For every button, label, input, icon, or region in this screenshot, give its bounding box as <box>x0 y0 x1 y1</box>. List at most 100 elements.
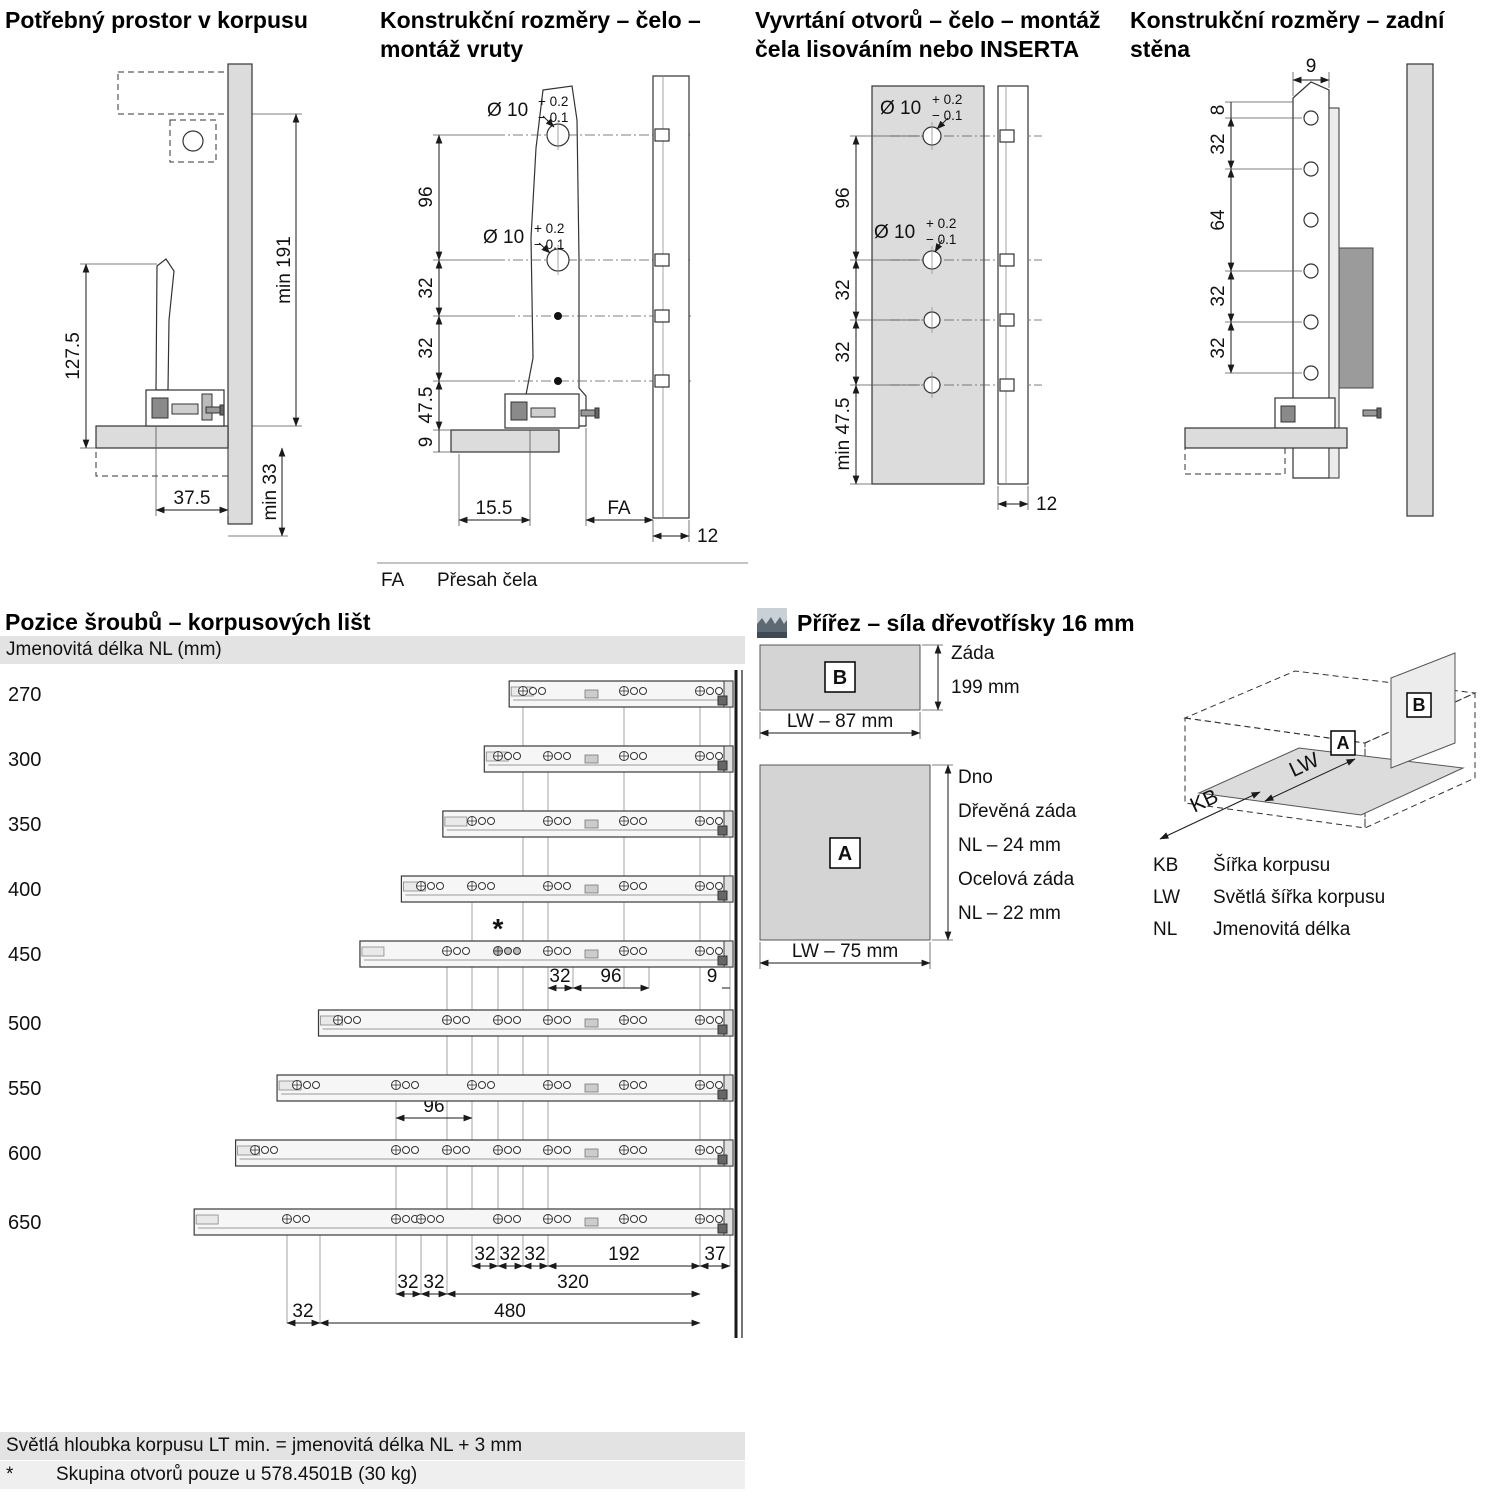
panel3-title-line2: čela lisováním nebo INSERTA <box>755 36 1080 62</box>
part-a-row: Dno <box>958 767 993 788</box>
nl-label: 650 <box>8 1212 41 1234</box>
drawer-rail <box>400 875 734 903</box>
rear-hole <box>1303 161 1319 177</box>
dim-8: 8 <box>1208 105 1229 116</box>
panel2-title-line1: Konstrukční rozměry – čelo – <box>380 7 701 33</box>
dia-tol-plus: + 0.2 <box>932 92 962 107</box>
runner-rail <box>171 403 199 415</box>
panel-space-in-cabinet: Potřebný prostor v korpusu min 191 127.5… <box>0 0 375 600</box>
rear-hole <box>1303 110 1319 126</box>
drawer-rail <box>483 745 734 773</box>
drawer-rail <box>276 1074 734 1102</box>
dim-32: 32 <box>474 1244 495 1265</box>
screw-point <box>554 377 562 385</box>
drawer-side-profile <box>155 258 175 391</box>
part-a-row: Dřevěná záda <box>958 801 1077 822</box>
screw-icon <box>580 407 600 419</box>
dim-32: 32 <box>416 337 437 358</box>
part-a-letterbox <box>829 837 861 869</box>
dim-64: 64 <box>1208 209 1229 231</box>
dia-label: Ø 10 <box>487 100 528 121</box>
part-b-letter: B <box>833 667 847 689</box>
drawer-rail <box>508 680 734 708</box>
cabinet-bottom-board <box>450 429 560 453</box>
part-b-width: LW – 87 mm <box>787 711 893 732</box>
cabinet-side-board <box>227 63 253 525</box>
dim-32: 32 <box>1208 285 1229 306</box>
legend-key: LW <box>1153 887 1180 908</box>
panel4-title-line2: stěna <box>1130 36 1191 62</box>
nl-label: 450 <box>8 944 41 966</box>
front-panel-edge <box>997 85 1029 485</box>
runner-hook <box>1280 405 1296 423</box>
cabinet-side-board <box>1406 63 1434 517</box>
iso-b-letterbox <box>1406 692 1432 718</box>
screw-icon <box>1362 407 1382 419</box>
dim-32: 32 <box>549 966 570 987</box>
rear-hole <box>1303 212 1319 228</box>
screws-footer2-text: Skupina otvorů pouze u 578.4501B (30 kg) <box>56 1464 418 1485</box>
dim-32: 32 <box>524 1244 545 1265</box>
screw-positions-panel: Pozice šroubů – korpusových lišt Jmenovi… <box>0 605 750 1500</box>
dia-label: Ø 10 <box>880 98 921 119</box>
cabinet-bottom-board <box>95 425 229 449</box>
dim-min191: min 191 <box>274 236 295 304</box>
mount-slot <box>654 253 670 267</box>
panel2-title-line2: montáž vruty <box>380 36 524 62</box>
mount-slot <box>654 128 670 142</box>
mount-slot <box>999 313 1015 327</box>
cutting-drawing: B Záda 199 mm LW – 87 mm A Dno Dřevěná z… <box>759 643 1477 969</box>
mount-slot <box>999 378 1015 392</box>
dia-label: Ø 10 <box>874 222 915 243</box>
dim-475: 47.5 <box>416 387 437 424</box>
iso-bottom-panel <box>1197 747 1465 816</box>
nl-label: 500 <box>8 1013 41 1035</box>
drawer-rail <box>359 940 734 968</box>
dim-32: 32 <box>1208 133 1229 154</box>
rear-wall-insert <box>1338 247 1374 389</box>
part-b-height: 199 mm <box>951 677 1020 698</box>
runner-rail <box>530 407 556 418</box>
screw-point <box>554 312 562 320</box>
dim-320: 320 <box>557 1272 589 1293</box>
panel-front-screw-mount: Konstrukční rozměry – čelo – montáž vrut… <box>375 0 750 600</box>
part-a-width: LW – 75 mm <box>792 941 898 962</box>
detail-hole <box>182 130 204 152</box>
top-board <box>117 71 231 115</box>
dashed-detail-box <box>169 119 217 163</box>
screws-title: Pozice šroubů – korpusových lišt <box>5 609 371 635</box>
dim-32: 32 <box>292 1301 313 1322</box>
dia-label: Ø 10 <box>483 227 524 248</box>
dim-155: 15.5 <box>476 498 513 519</box>
dim-37: 37 <box>704 1244 725 1265</box>
drawer-rail <box>193 1208 734 1236</box>
iso-a-letterbox <box>1330 730 1356 756</box>
legend-text: Světlá šířka korpusu <box>1213 887 1385 908</box>
dim-9: 9 <box>707 966 718 987</box>
asterisk-marker: * <box>493 913 504 944</box>
mount-slot <box>654 374 670 388</box>
dia-tol-minus: − 0.1 <box>932 108 962 123</box>
dim-192: 192 <box>608 1244 640 1265</box>
dim-96: 96 <box>833 187 854 208</box>
drawer-rail <box>235 1139 734 1167</box>
dia-tol-plus: + 0.2 <box>534 221 564 236</box>
dim-9: 9 <box>416 437 437 448</box>
dim-min33: min 33 <box>260 463 281 520</box>
mount-slot <box>654 309 670 323</box>
cutting-header: Přířez – síla dřevotřísky 16 mm <box>757 608 1135 638</box>
screws-subtitle-band: Jmenovitá délka NL (mm) <box>0 636 745 664</box>
footnote-key: FA <box>381 570 405 591</box>
panel3-title: Vyvrtání otvorů – čelo – montáž čela lis… <box>755 6 1101 64</box>
dim-min475: min 47.5 <box>833 398 854 471</box>
part-a-letter: A <box>838 843 852 865</box>
dim-1275: 127.5 <box>63 332 84 380</box>
mount-slot <box>999 129 1015 143</box>
runner-hook <box>510 401 528 421</box>
footnote-text: Přesah čela <box>437 570 538 591</box>
dim-32: 32 <box>423 1272 444 1293</box>
nl-label: 270 <box>8 684 41 706</box>
screws-footer2-band: * Skupina otvorů pouze u 578.4501B (30 k… <box>0 1461 745 1489</box>
screw-icon <box>205 404 225 416</box>
